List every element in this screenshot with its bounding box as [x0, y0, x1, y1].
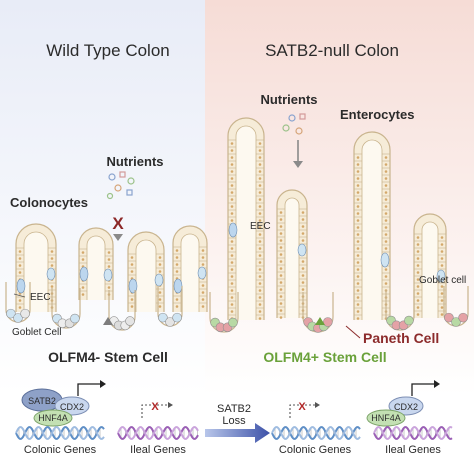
left-panel-bg	[0, 0, 205, 395]
blocked-x-icon: X	[112, 214, 124, 233]
nutrient-particles-left	[106, 171, 135, 200]
transcription-arrowhead-left-icon	[100, 380, 106, 388]
hnf4a-protein-right	[366, 409, 406, 427]
villus-4	[413, 213, 447, 318]
ileal-genes-dna-right	[373, 426, 453, 440]
eec-left-label: EEC	[30, 292, 51, 303]
colonocytes-label: Colonocytes	[10, 195, 88, 210]
satb2-loss-arrow-icon	[205, 423, 270, 443]
cdx2-protein-right	[388, 396, 424, 416]
colon-crypt-base-0	[5, 282, 31, 323]
epithelium	[5, 117, 469, 333]
stem-left-arrowhead-icon	[103, 317, 113, 325]
goblet-left-label: Goblet Cell	[12, 327, 61, 338]
villus-crypt-base-2	[302, 292, 334, 333]
right-panel-title: SATB2-null Colon	[265, 41, 399, 60]
blocked-x-right-icon: X	[298, 401, 306, 413]
satb2-label: SATB2	[28, 396, 56, 406]
stem-right-arrowhead-icon	[315, 317, 325, 325]
villus-crypt-base-1	[209, 292, 239, 333]
nutrient-particles-right	[282, 113, 306, 135]
hnf4a-protein-left	[33, 409, 73, 427]
paneth-cell-label: Paneth Cell	[363, 330, 439, 346]
blocked-arrowhead-right-icon	[315, 402, 320, 408]
colon-fold-4	[172, 225, 208, 312]
stem-cell-left-label: OLFM4- Stem Cell	[48, 349, 168, 365]
villus-3	[353, 131, 391, 320]
hnf4a-label-right: HNF4A	[371, 413, 401, 423]
villus-crypt-base-3	[385, 290, 415, 331]
left-panel-title: Wild Type Colon	[46, 41, 169, 60]
hnf4a-label-left: HNF4A	[38, 413, 68, 423]
nutrients-left-label: Nutrients	[106, 154, 163, 169]
blocked-arrowhead-left-icon	[168, 402, 173, 408]
enterocytes-label: Enterocytes	[340, 107, 414, 122]
ileal-genes-dna-left	[117, 426, 199, 440]
cdx2-protein-left	[54, 396, 90, 416]
paneth-pointer	[345, 325, 361, 339]
colon-fold-2	[78, 227, 114, 300]
colonic-genes-dna-left	[15, 426, 105, 440]
colonic-genes-left-label: Colonic Genes	[24, 444, 97, 456]
blocked-x-left-icon: X	[151, 401, 159, 413]
cdx2-label-left: CDX2	[60, 402, 84, 412]
colon-crypt-base-1	[51, 288, 81, 329]
nutrient-arrowhead-icon	[293, 161, 303, 168]
transcription-arrow-left-icon	[77, 383, 100, 396]
satb2-loss-line2: Loss	[222, 415, 246, 427]
ileal-genes-right-label: Ileal Genes	[385, 444, 441, 456]
colonic-genes-dna-right	[271, 426, 361, 440]
villus-2	[276, 189, 308, 319]
colon-fold-3	[127, 231, 165, 312]
blocked-arrowhead-icon	[113, 234, 123, 241]
blocked-transcription-left-icon	[141, 404, 168, 418]
nutrients-right-label: Nutrients	[260, 92, 317, 107]
eec-left-pointer	[13, 293, 26, 298]
eec-right-label: EEC	[250, 221, 271, 232]
villus-crypt-base-4	[443, 286, 469, 327]
stem-cell-right-label: OLFM4+ Stem Cell	[263, 349, 386, 365]
villus-1	[227, 117, 265, 320]
transcription-arrow-right-icon	[411, 383, 434, 396]
legend: SATB2 CDX2 HNF4A Colonic Genes X Ileal G…	[15, 380, 453, 456]
transcription-arrowhead-right-icon	[434, 380, 440, 388]
satb2-loss-line1: SATB2	[217, 403, 251, 415]
ileal-genes-left-label: Ileal Genes	[130, 444, 186, 456]
blocked-transcription-right-icon	[289, 404, 315, 418]
cdx2-label-right: CDX2	[394, 402, 418, 412]
goblet-right-label: Goblet cell	[419, 275, 466, 286]
colonic-genes-right-label: Colonic Genes	[279, 444, 352, 456]
colon-crypt-base-3	[157, 286, 183, 327]
